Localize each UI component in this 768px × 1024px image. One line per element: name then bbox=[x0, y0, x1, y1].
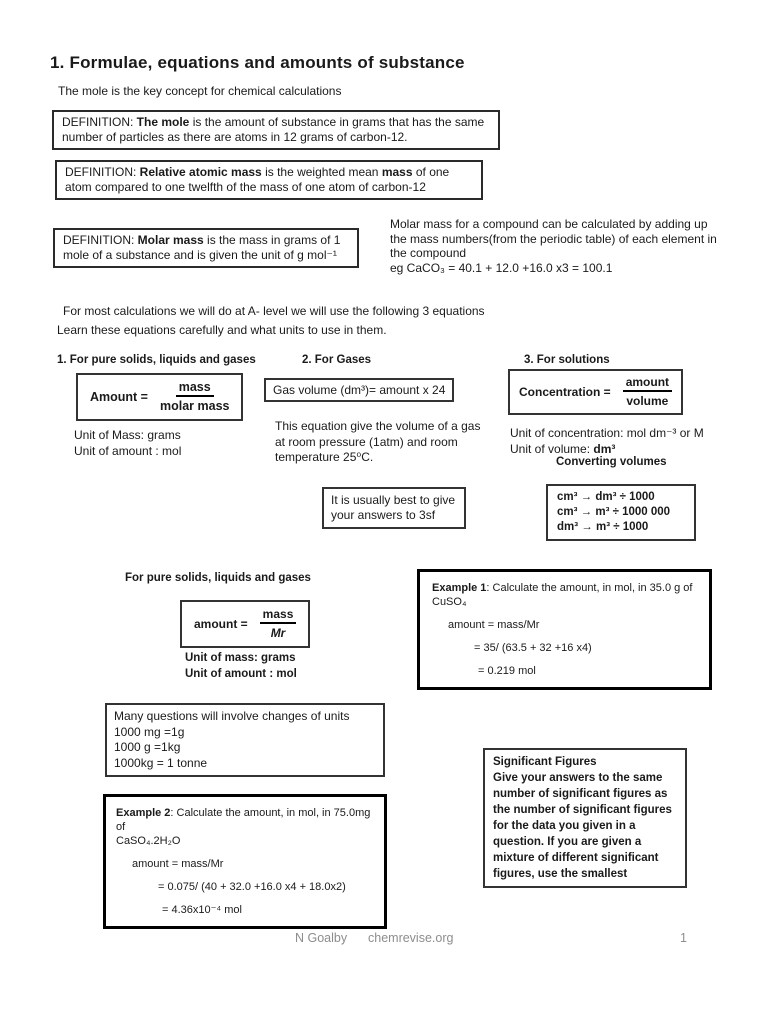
definition-mole-box: DEFINITION: The mole is the amount of su… bbox=[52, 110, 500, 150]
unit-line: Unit of mass: grams bbox=[185, 652, 296, 664]
intro-text: The mole is the key concept for chemical… bbox=[58, 84, 342, 98]
unit-line: Unit of amount : mol bbox=[185, 667, 297, 680]
definition-rest: is the mass in grams of 1 mole of a subs… bbox=[63, 233, 341, 262]
converting-volumes-header: Converting volumes bbox=[556, 456, 667, 468]
formula-denominator: molar mass bbox=[159, 399, 230, 413]
example2-box: Example 2: Calculate the amount, in mol,… bbox=[103, 794, 387, 929]
significant-figures-box: Significant Figures Give your answers to… bbox=[483, 748, 687, 888]
definition-prefix: DEFINITION: bbox=[62, 115, 137, 129]
answers-3sf-box: It is usually best to give your answers … bbox=[322, 487, 466, 529]
example1-title: Example 1: Calculate the amount, in mol,… bbox=[432, 582, 693, 608]
units-change-line: 1000kg = 1 tonne bbox=[114, 755, 208, 770]
example2-title: Example 2: Calculate the amount, in mol,… bbox=[116, 807, 371, 847]
unit-line: Unit of amount : mol bbox=[74, 444, 182, 458]
molar-mass-note-text: Molar mass for a compound can be calcula… bbox=[390, 217, 717, 260]
example1-box: Example 1: Calculate the amount, in mol,… bbox=[417, 569, 712, 690]
definition-term: The mole bbox=[136, 115, 190, 129]
units-change-line: 1000 g =1kg bbox=[114, 740, 181, 754]
equations-intro-line: For most calculations we will do at A- l… bbox=[63, 304, 485, 318]
molar-mass-note: Molar mass for a compound can be calcula… bbox=[390, 217, 724, 275]
example1-result: = 0.219 mol bbox=[478, 665, 536, 677]
formula-lhs: amount = bbox=[194, 616, 248, 631]
formula-denominator: Mr bbox=[270, 626, 286, 640]
section3-header: 3. For solutions bbox=[524, 354, 610, 366]
footer-page-number: 1 bbox=[680, 931, 687, 945]
amount-formula-box: Amount = mass molar mass bbox=[76, 373, 244, 421]
unit-line: Unit of Mass: grams bbox=[74, 428, 181, 442]
definition-term: Molar mass bbox=[137, 233, 204, 247]
formula-fraction: amount volume bbox=[622, 375, 673, 408]
example1-step: amount = mass/Mr bbox=[448, 619, 540, 631]
definition-mid: is the weighted mean bbox=[261, 165, 382, 179]
example2-step: = 0.075/ (40 + 32.0 +16.0 x4 + 18.0x2) bbox=[158, 881, 346, 893]
definition-prefix: DEFINITION: bbox=[65, 165, 140, 179]
definition-relative-atomic-mass-box: DEFINITION: Relative atomic mass is the … bbox=[55, 160, 483, 200]
unit-line: Unit of concentration: mol dm⁻³ or M bbox=[510, 426, 704, 440]
conversion-line: cm³ → dm³ ÷ 1000 bbox=[557, 491, 655, 503]
page-title: 1. Formulae, equations and amounts of su… bbox=[50, 53, 465, 72]
significant-figures-body: Give your answers to the same number of … bbox=[493, 772, 672, 880]
mass-units-note-2: Unit of mass: grams Unit of amount : mol bbox=[185, 651, 297, 682]
formula-fraction: mass Mr bbox=[259, 607, 297, 640]
solution-units-note: Unit of concentration: mol dm⁻³ or M Uni… bbox=[510, 425, 704, 457]
volume-conversion-box: cm³ → dm³ ÷ 1000 cm³ → m³ ÷ 1000 000 dm³… bbox=[546, 484, 696, 541]
formula-fraction: mass molar mass bbox=[160, 380, 229, 413]
section2-header: 2. For Gases bbox=[302, 354, 372, 366]
significant-figures-header: Significant Figures bbox=[493, 756, 597, 768]
mass-units-note: Unit of Mass: grams Unit of amount : mol bbox=[74, 427, 181, 459]
footer-site: chemrevise.org bbox=[368, 931, 454, 945]
section1-header: 1. For pure solids, liquids and gases bbox=[57, 354, 256, 366]
formula-lhs: Amount = bbox=[90, 389, 148, 404]
learn-equations-line: Learn these equations carefully and what… bbox=[57, 323, 387, 337]
gas-equation-note: This equation give the volume of a gas a… bbox=[275, 419, 481, 464]
formula-numerator: amount bbox=[622, 375, 673, 392]
gas-volume-formula-box: Gas volume (dm³)= amount x 24 bbox=[264, 378, 455, 402]
example1-step: = 35/ (63.5 + 32 +16 x4) bbox=[474, 642, 592, 654]
unit-line: Unit of volume: dm³ bbox=[510, 442, 616, 456]
definition-molar-mass-box: DEFINITION: Molar mass is the mass in gr… bbox=[53, 228, 359, 268]
amount-mr-formula-box: amount = mass Mr bbox=[180, 600, 311, 648]
units-change-line: 1000 mg =1g bbox=[114, 724, 185, 739]
molar-mass-note-example: eg CaCO₃ = 40.1 + 12.0 +16.0 x3 = 100.1 bbox=[390, 260, 613, 275]
formula-lhs: Concentration = bbox=[519, 384, 611, 399]
definition-rest: of one atom compared to one twelfth of t… bbox=[65, 165, 450, 194]
footer-author: N Goalby bbox=[295, 931, 348, 945]
definition-rest: is the amount of substance in grams that… bbox=[62, 115, 485, 144]
example2-step: amount = mass/Mr bbox=[132, 858, 224, 870]
example2-result: = 4.36x10⁻⁴ mol bbox=[162, 904, 242, 916]
conversion-line: cm³ → m³ ÷ 1000 000 bbox=[557, 506, 671, 518]
formula-numerator: mass bbox=[259, 607, 297, 624]
formula-denominator: volume bbox=[626, 394, 669, 408]
formula-numerator: mass bbox=[175, 380, 214, 397]
units-change-box: Many questions will involve changes of u… bbox=[105, 703, 385, 777]
concentration-formula-box: Concentration = amount volume bbox=[508, 369, 684, 415]
definition-prefix: DEFINITION: bbox=[63, 233, 138, 247]
units-change-line: Many questions will involve changes of u… bbox=[114, 709, 350, 723]
pure-substances-header: For pure solids, liquids and gases bbox=[125, 572, 311, 584]
definition-term: Relative atomic mass bbox=[139, 165, 262, 179]
conversion-line: dm³ → m³ ÷ 1000 bbox=[557, 521, 649, 533]
definition-term-2: mass bbox=[381, 165, 413, 179]
